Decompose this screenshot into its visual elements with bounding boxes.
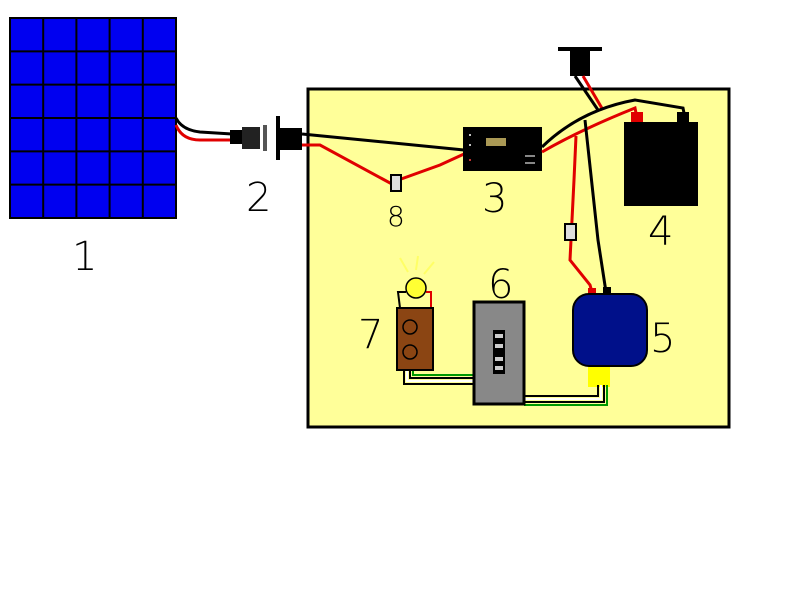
breaker-panel <box>472 300 526 406</box>
label-charge-controller: 3 <box>482 176 507 222</box>
ac-wires <box>403 370 608 406</box>
connector <box>230 116 302 160</box>
label-outlet-and-lamp: 7 <box>358 312 383 358</box>
label-inverter: 5 <box>650 316 675 362</box>
battery <box>624 112 698 206</box>
label-fuse: 8 <box>387 200 405 233</box>
solar-panel <box>9 17 177 219</box>
label-connector: 2 <box>246 175 271 221</box>
outlet-and-lamp <box>396 255 435 371</box>
panel-wire-negative <box>174 117 233 136</box>
label-battery: 4 <box>648 209 673 255</box>
inverter-fuse <box>564 223 577 241</box>
wire-negative <box>301 132 465 152</box>
label-breaker-panel: 6 <box>488 262 513 308</box>
panel-wire-positive <box>174 124 232 142</box>
top-switch <box>558 47 602 76</box>
fuse <box>390 174 402 192</box>
inverter <box>572 287 648 387</box>
label-solar-panel: 1 <box>72 234 97 280</box>
charge-controller <box>463 127 542 171</box>
